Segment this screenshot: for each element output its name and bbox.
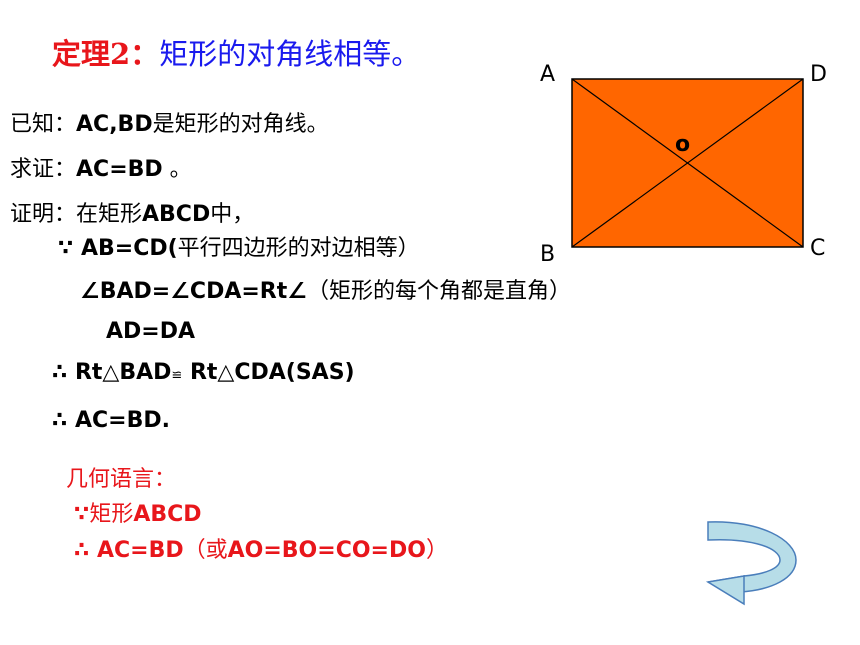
proof-step-3: AD=DA [106, 317, 195, 347]
geometry-language-line-2: ∴ AC=BD（或AO=BO=CO=DO） [74, 536, 448, 566]
vertex-label-c: C [810, 236, 826, 261]
return-arrow-icon[interactable] [705, 521, 797, 606]
proof-step-1: ∵ AB=CD(平行四边形的对边相等） [58, 234, 420, 264]
given-label: 已知： [10, 112, 77, 137]
prove-label: 求证： [10, 157, 77, 182]
geometry-close-paren: ） [425, 538, 448, 563]
proof-label-end: 中， [210, 202, 255, 227]
prove-statement: AC=BD [76, 157, 163, 182]
vertex-label-d: D [810, 62, 827, 87]
theorem-statement: 矩形的对角线相等。 [159, 37, 421, 71]
proof-rect-name: ABCD [142, 202, 211, 227]
geometry-rect-name: ABCD [133, 502, 202, 527]
prove-end: 。 [162, 157, 192, 182]
proof-step-5: ∴ AC=BD. [52, 406, 170, 436]
step-3-math: AD=DA [106, 319, 196, 344]
proof-step-2: ∠BAD=∠CDA=Rt∠（矩形的每个角都是直角） [80, 277, 571, 307]
vertex-label-a: A [540, 62, 556, 87]
geometry-conclusion: ∴ AC=BD [74, 538, 184, 563]
vertex-label-b: B [540, 242, 556, 267]
given-diagonals: AC,BD [76, 112, 153, 137]
congruent-symbol: ≌ [171, 368, 183, 383]
geometry-language-heading: 几何语言： [66, 467, 177, 492]
step-2-reason: （矩形的每个角都是直角） [306, 279, 571, 304]
given-line: 已知：AC,BD是矩形的对角线。 [10, 110, 329, 140]
proof-label: 证明：在矩形 [10, 202, 143, 227]
step-1-reason: 平行四边形的对边相等） [177, 236, 420, 261]
geometry-language-line-1: ∵矩形ABCD [74, 500, 202, 530]
because-symbol: ∵ [74, 502, 90, 527]
prove-line: 求证：AC=BD 。 [10, 155, 192, 185]
step-4-math-2: Rt△CDA(SAS) [182, 360, 355, 385]
geometry-alt-conclusion: AO=BO=CO=DO [227, 538, 426, 563]
step-5-math: ∴ AC=BD. [52, 408, 170, 433]
geometry-rect-word: 矩形 [89, 502, 134, 527]
step-4-math: ∴ Rt△BAD [52, 360, 172, 385]
center-label-o: o [675, 132, 691, 157]
theorem-number: 定理2： [52, 37, 160, 71]
step-2-math: ∠BAD=∠CDA=Rt∠ [80, 279, 307, 304]
proof-header: 证明：在矩形ABCD中， [10, 200, 254, 230]
diagonal-bd [571, 78, 804, 248]
theorem-title: 定理2：矩形的对角线相等。 [52, 36, 420, 72]
geometry-or: （或 [183, 538, 228, 563]
proof-step-4: ∴ Rt△BAD≌ Rt△CDA(SAS) [52, 358, 355, 391]
step-1-math: ∵ AB=CD( [58, 236, 178, 261]
given-text: 是矩形的对角线。 [152, 112, 329, 137]
